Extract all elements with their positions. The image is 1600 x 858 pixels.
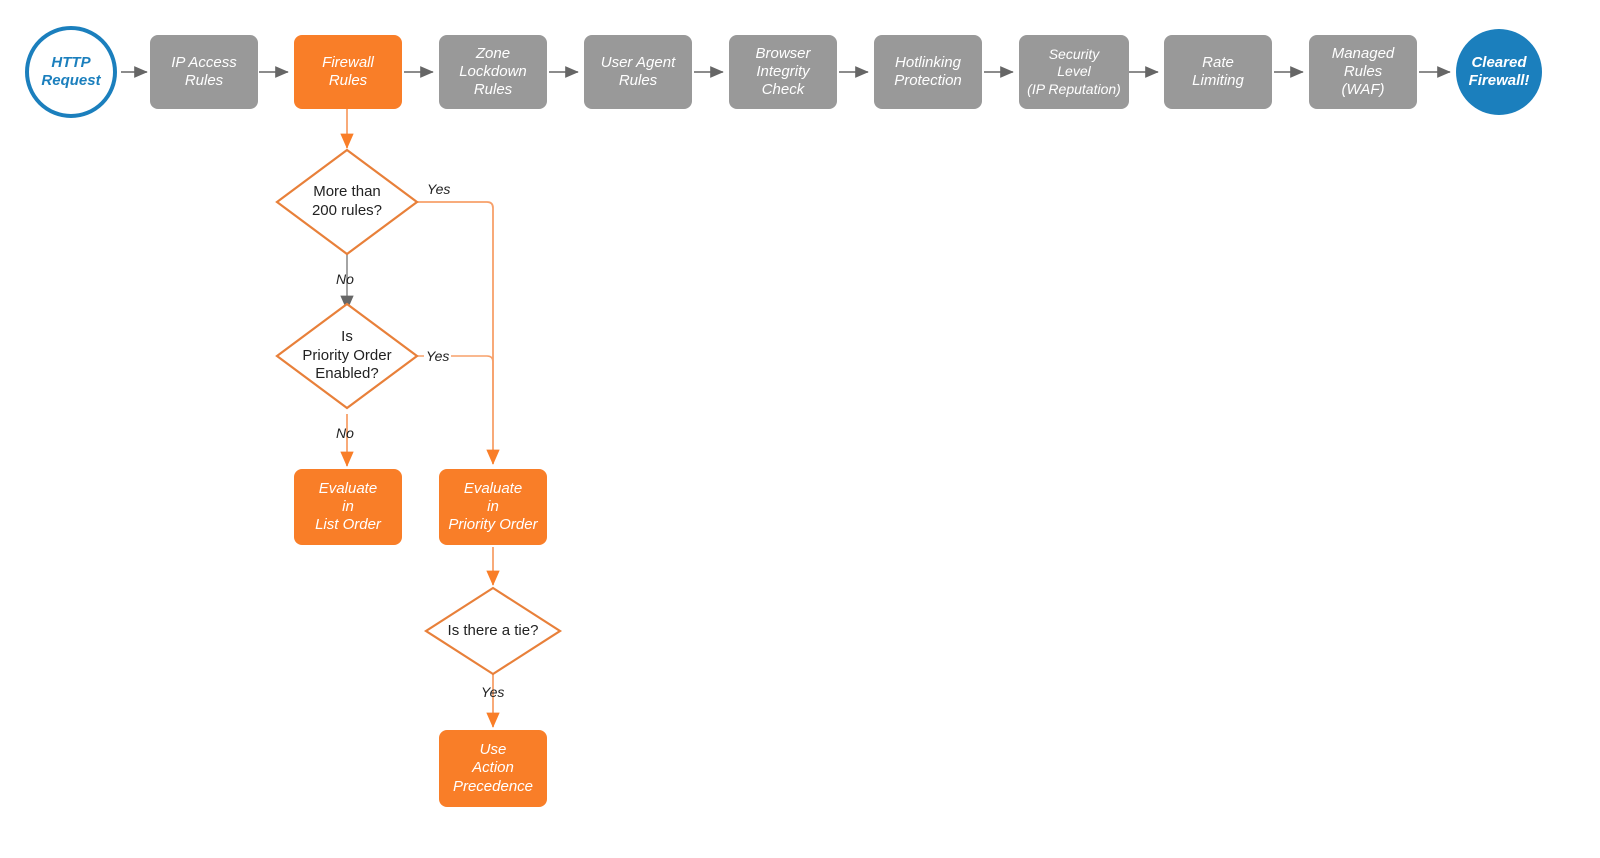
http-request-line1: HTTP: [51, 53, 91, 71]
priority-order-line3: Priority Order: [448, 516, 538, 534]
priority-order-line2: in: [487, 497, 499, 515]
edge-label-tie-yes: Yes: [481, 684, 504, 700]
node-hotlinking-protection[interactable]: Hotlinking Protection: [874, 35, 982, 109]
decision2-line1: Is: [341, 327, 353, 345]
edge-label-decision1-yes-text: Yes: [427, 181, 451, 197]
zone-lockdown-rules-line3: Rules: [473, 81, 513, 99]
security-level-line3: (IP Reputation): [1027, 80, 1121, 97]
firewall-rules-line1: Firewall: [322, 53, 374, 71]
decision2-line2: Priority Order: [302, 346, 392, 364]
decision2-line3: Enabled?: [315, 365, 379, 383]
rate-limiting-line1: Rate: [1202, 53, 1234, 71]
hotlinking-line2: Protection: [894, 72, 962, 89]
priority-order-line1: Evaluate: [463, 479, 523, 497]
browser-integrity-line2: Integrity: [756, 62, 810, 80]
decision1-line2: 200 rules?: [311, 202, 383, 219]
node-ip-access-rules[interactable]: IP Access Rules: [150, 35, 258, 109]
ip-access-rules-line2: Rules: [184, 72, 224, 89]
user-agent-rules-line2: Rules: [618, 72, 658, 89]
decision-label-is-priority-order: Is Priority Order Enabled?: [273, 322, 421, 390]
node-rate-limiting[interactable]: Rate Limiting: [1164, 35, 1272, 109]
cleared-firewall-line2: Firewall!: [1468, 72, 1530, 89]
rate-limiting-line2: Limiting: [1192, 72, 1244, 89]
node-user-agent-rules[interactable]: User Agent Rules: [584, 35, 692, 109]
edge-label-decision1-no: No: [336, 271, 354, 287]
browser-integrity-line3: Check: [761, 81, 805, 99]
decision-shape-is-there-a-tie[interactable]: [423, 586, 563, 676]
list-order-line3: List Order: [315, 516, 381, 534]
list-order-line2: in: [342, 497, 354, 515]
edge-label-decision2-no-text: No: [336, 425, 354, 441]
decision1-line1: More than: [313, 183, 381, 201]
node-managed-rules-waf[interactable]: Managed Rules (WAF): [1309, 35, 1417, 109]
hotlinking-line1: Hotlinking: [895, 53, 961, 71]
node-evaluate-in-list-order[interactable]: Evaluate in List Order: [294, 469, 402, 545]
node-zone-lockdown-rules[interactable]: Zone Lockdown Rules: [439, 35, 547, 109]
edge-label-decision2-yes-text: Yes: [426, 348, 450, 364]
zone-lockdown-rules-line2: Lockdown: [459, 62, 527, 80]
edge-label-decision2-no: No: [336, 425, 354, 441]
decision-label-is-there-a-tie: Is there a tie?: [425, 616, 561, 646]
managed-rules-line2: Rules: [1343, 62, 1383, 80]
managed-rules-line1: Managed: [1331, 44, 1395, 62]
node-http-request[interactable]: HTTP Request: [25, 26, 117, 118]
edge-label-decision2-yes: Yes: [424, 348, 452, 364]
decision-shape-more-than-200-rules[interactable]: [275, 148, 419, 256]
cleared-firewall-line1: Cleared: [1471, 53, 1527, 71]
decision3-line1: Is there a tie?: [447, 621, 539, 639]
user-agent-rules-line1: User Agent: [600, 53, 676, 71]
security-level-line1: Security: [1048, 46, 1100, 63]
decision-label-more-than-200-rules: More than 200 rules?: [281, 172, 413, 232]
edge-decision1-yes-to-priority-order: [417, 201, 500, 465]
action-precedence-line3: Precedence: [452, 777, 534, 795]
node-use-action-precedence[interactable]: Use Action Precedence: [439, 730, 547, 807]
firewall-rules-line2: Rules: [328, 72, 368, 89]
ip-access-rules-line1: IP Access: [171, 53, 237, 71]
edge-label-decision1-yes: Yes: [427, 181, 450, 197]
edge-label-decision1-no-text: No: [336, 271, 354, 287]
list-order-line1: Evaluate: [318, 479, 378, 497]
node-browser-integrity-check[interactable]: Browser Integrity Check: [729, 35, 837, 109]
action-precedence-line1: Use: [479, 741, 507, 759]
http-request-line2: Request: [41, 72, 101, 89]
browser-integrity-line1: Browser: [755, 44, 811, 62]
decision-shape-is-priority-order[interactable]: [275, 302, 419, 410]
edge-label-tie-yes-text: Yes: [481, 684, 505, 700]
zone-lockdown-rules-line1: Zone: [475, 44, 511, 62]
action-precedence-line2: Action: [472, 759, 514, 777]
node-security-level[interactable]: Security Level (IP Reputation): [1019, 35, 1129, 109]
security-level-line2: Level: [1057, 63, 1091, 80]
managed-rules-line3: (WAF): [1341, 81, 1385, 99]
node-firewall-rules[interactable]: Firewall Rules: [294, 35, 402, 109]
node-evaluate-in-priority-order[interactable]: Evaluate in Priority Order: [439, 469, 547, 545]
node-cleared-firewall[interactable]: Cleared Firewall!: [1456, 29, 1542, 115]
